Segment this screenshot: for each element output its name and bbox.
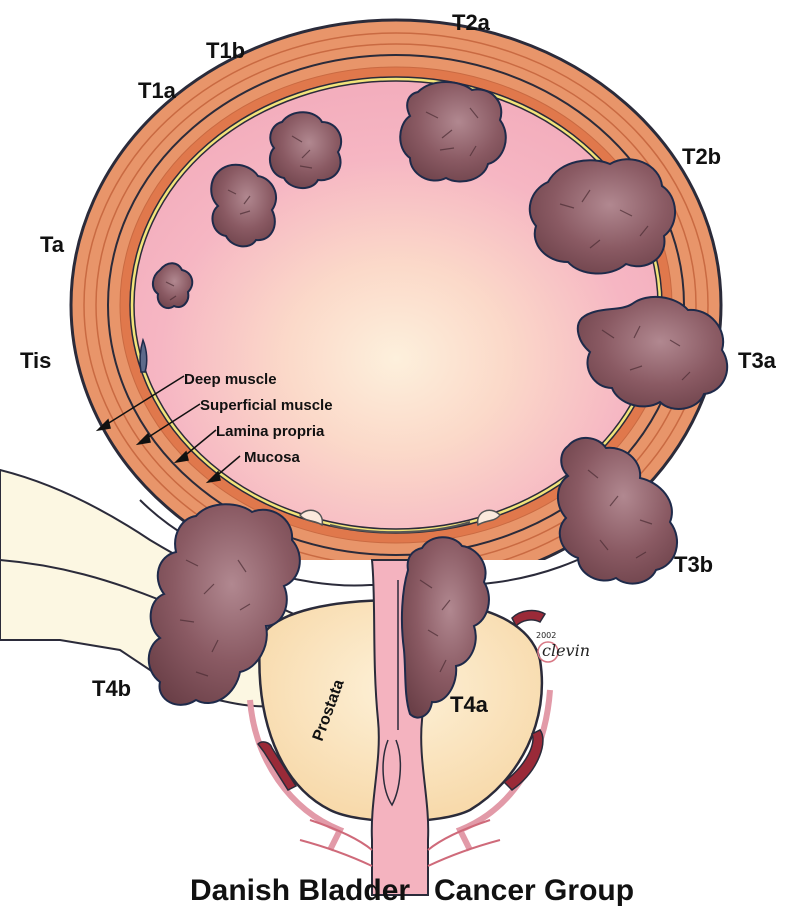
signature-name: clevin bbox=[542, 641, 590, 660]
label-t1b: T1b bbox=[206, 38, 245, 63]
label-deep-muscle: Deep muscle bbox=[184, 371, 277, 388]
footer-right: Cancer Group bbox=[434, 874, 634, 907]
tumor-t2b bbox=[530, 159, 675, 273]
label-t4a: T4a bbox=[450, 692, 489, 717]
label-tis: Tis bbox=[20, 348, 51, 373]
label-mucosa: Mucosa bbox=[244, 449, 301, 466]
label-t3a: T3a bbox=[738, 348, 777, 373]
label-t4b: T4b bbox=[92, 676, 131, 701]
label-ta: Ta bbox=[40, 232, 65, 257]
label-lamina-propria: Lamina propria bbox=[216, 423, 325, 440]
footer-left: Danish Bladder bbox=[190, 874, 410, 907]
signature-year: 2002 bbox=[536, 631, 556, 640]
label-t1a: T1a bbox=[138, 78, 177, 103]
vessel-upper-right bbox=[512, 611, 545, 626]
label-t2b: T2b bbox=[682, 144, 721, 169]
label-t3b: T3b bbox=[674, 552, 713, 577]
label-superficial-muscle: Superficial muscle bbox=[200, 397, 333, 414]
label-t2a: T2a bbox=[452, 10, 491, 35]
artist-signature: 2002 clevin bbox=[536, 631, 590, 662]
tumor-t1b bbox=[270, 112, 341, 188]
